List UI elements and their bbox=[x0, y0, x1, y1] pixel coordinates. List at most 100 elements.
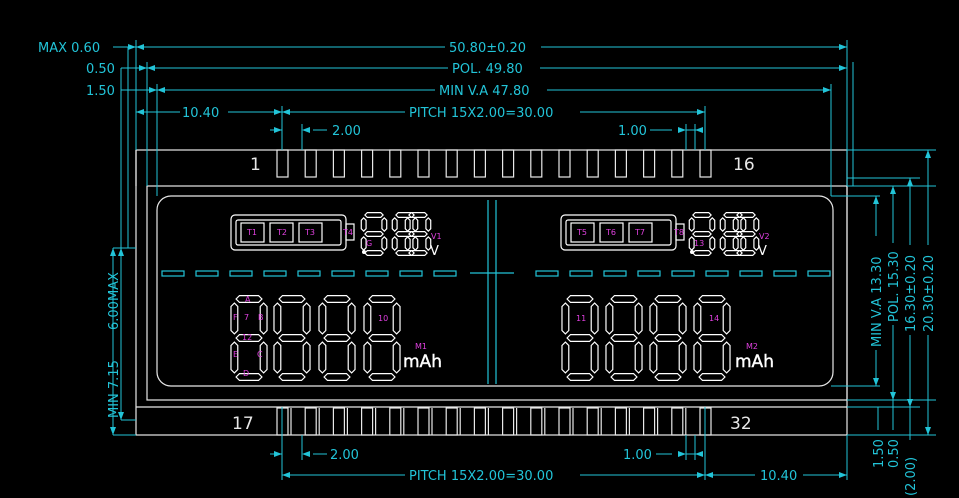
pin-bottom bbox=[558, 407, 571, 436]
segment-f bbox=[230, 302, 239, 335]
label-t4: T4 bbox=[342, 228, 353, 237]
segment-g bbox=[408, 231, 428, 237]
label-seg-g: G bbox=[366, 239, 372, 248]
segment-f bbox=[649, 302, 658, 335]
pin-bottom bbox=[445, 407, 458, 436]
dash-segment bbox=[297, 270, 321, 277]
label-seg-c: C bbox=[257, 350, 263, 359]
pin-bottom bbox=[332, 407, 345, 436]
segment-d bbox=[323, 373, 351, 381]
small-digit bbox=[688, 212, 716, 256]
segment-a bbox=[654, 295, 682, 303]
pin-top bbox=[530, 149, 543, 178]
label-t3: T3 bbox=[304, 228, 315, 237]
dash-segment bbox=[535, 270, 559, 277]
segment-b bbox=[425, 217, 432, 232]
pin-top bbox=[642, 149, 656, 178]
pin-label-17: 17 bbox=[232, 414, 254, 434]
segment-d bbox=[654, 373, 682, 381]
segment-a bbox=[323, 295, 351, 303]
segment-f bbox=[605, 302, 614, 335]
dimension-arrows bbox=[110, 44, 931, 478]
segment-b bbox=[678, 302, 687, 335]
segment-b bbox=[259, 302, 268, 335]
battery-icon-right bbox=[560, 214, 685, 251]
segment-d bbox=[723, 250, 743, 256]
segment-d bbox=[368, 373, 396, 381]
dimension-text: MAX 0.60 0.50 1.50 50.80±0.20 POL. 49.80… bbox=[38, 41, 937, 496]
pin-top bbox=[332, 149, 345, 178]
dim-pin-gap-bottom: 1.00 bbox=[623, 448, 652, 463]
segment-d bbox=[278, 373, 306, 381]
label-t1: T1 bbox=[246, 228, 257, 237]
segment-a bbox=[723, 212, 743, 218]
segment-e bbox=[561, 341, 570, 374]
segment-c bbox=[347, 341, 356, 374]
glass-outline bbox=[135, 149, 848, 436]
segment-g bbox=[278, 334, 306, 342]
segment-a bbox=[610, 295, 638, 303]
segment-c bbox=[259, 341, 268, 374]
label-m2: M2 bbox=[746, 342, 758, 351]
pin-bottom bbox=[502, 407, 515, 436]
label-10: 10 bbox=[378, 314, 388, 323]
dim-200-bottom: (2.00) bbox=[904, 457, 919, 496]
segment-g bbox=[566, 334, 594, 342]
dim-glass-height: 16.30±0.20 bbox=[904, 255, 919, 332]
segment-f bbox=[391, 217, 398, 232]
segment-a bbox=[235, 295, 263, 303]
pin-bottom bbox=[361, 407, 374, 436]
segment-e bbox=[363, 341, 372, 374]
label-t7: T7 bbox=[634, 228, 645, 237]
dim-pin-gap-top: 1.00 bbox=[618, 124, 647, 139]
dim-pitch-bottom: PITCH 15X2.00=30.00 bbox=[409, 469, 553, 484]
segment-labels: T1 T2 T3 T4 T5 T6 T7 T8 V1 V2 M1 M2 10 1… bbox=[233, 228, 770, 378]
dim-view-area-width: MIN V.A 47.80 bbox=[439, 84, 530, 99]
dash-segment bbox=[433, 270, 457, 277]
dashed-divider bbox=[161, 270, 831, 277]
pin-top bbox=[558, 149, 571, 178]
large-digit bbox=[693, 295, 731, 381]
segment-e bbox=[318, 341, 327, 374]
view-area bbox=[156, 195, 834, 387]
pins-top bbox=[276, 149, 712, 178]
segment-f bbox=[318, 302, 327, 335]
pin-bottom bbox=[417, 407, 430, 436]
segment-c bbox=[709, 236, 716, 251]
segment-f bbox=[688, 217, 695, 232]
segment-f bbox=[732, 217, 739, 232]
dash-segment bbox=[365, 270, 389, 277]
pin-top bbox=[671, 149, 684, 178]
segment-e bbox=[273, 341, 282, 374]
segment-b bbox=[302, 302, 311, 335]
pin-top bbox=[445, 149, 458, 178]
large-digit bbox=[230, 295, 268, 381]
segment-g bbox=[654, 334, 682, 342]
segment-g bbox=[723, 231, 743, 237]
label-seg-a: A bbox=[245, 295, 251, 304]
seven-segment-digits bbox=[230, 212, 760, 381]
segment-a bbox=[736, 212, 756, 218]
dash-segment bbox=[195, 270, 219, 277]
pin-top bbox=[304, 149, 317, 178]
dash-segment bbox=[263, 270, 287, 277]
dash-segment bbox=[569, 270, 593, 277]
volt-unit-right: V bbox=[758, 244, 767, 259]
segment-c bbox=[381, 236, 388, 251]
dim-overall-height: 20.30±0.20 bbox=[922, 255, 937, 332]
polarizer-outline bbox=[146, 185, 848, 401]
dash-segment bbox=[807, 270, 831, 277]
segment-a bbox=[368, 295, 396, 303]
dim-overall-width: 50.80±0.20 bbox=[449, 41, 526, 56]
segment-a bbox=[408, 212, 428, 218]
label-t6: T6 bbox=[605, 228, 616, 237]
segment-e bbox=[605, 341, 614, 374]
large-digit bbox=[649, 295, 687, 381]
segment-e bbox=[404, 236, 411, 251]
large-digit bbox=[363, 295, 401, 381]
dim-pin-width-top: 2.00 bbox=[332, 124, 361, 139]
label-seg-b: B bbox=[258, 313, 264, 322]
label-seg-e: E bbox=[233, 350, 238, 359]
segment-a bbox=[395, 212, 415, 218]
